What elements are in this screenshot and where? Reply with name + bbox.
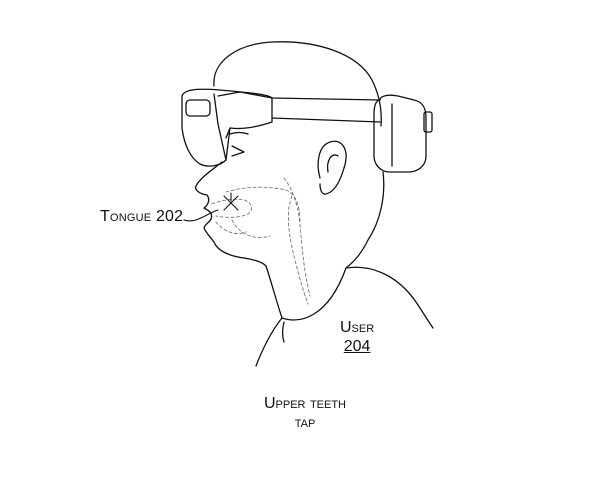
tap-indicator-icon — [223, 192, 239, 211]
face-profile — [194, 161, 267, 267]
lower-teeth-outline — [215, 221, 247, 234]
chest-line — [255, 317, 283, 367]
user-label-name: User — [340, 319, 375, 336]
headset-sensor — [185, 99, 211, 117]
eye — [231, 145, 245, 157]
neck-back — [345, 239, 369, 269]
user-label: User 204 — [340, 318, 374, 356]
rear-pack-button — [423, 111, 433, 133]
head-back-outline — [367, 171, 385, 241]
user-label-number: 204 — [343, 338, 371, 355]
shoulder-line — [345, 266, 434, 329]
internal-anatomy-hidden-lines — [211, 177, 311, 305]
figure-caption: Upper teeth tap — [240, 394, 370, 432]
headset-visor — [181, 88, 273, 167]
head-outline — [213, 41, 382, 127]
visor-lower — [225, 127, 231, 139]
neck-front — [265, 265, 283, 319]
ear-inner — [326, 154, 339, 173]
headset-strap-bottom — [271, 117, 381, 123]
headset-strap-top — [271, 97, 381, 101]
ear — [317, 140, 347, 195]
airway-outline — [287, 195, 309, 305]
visor-edge — [213, 93, 227, 161]
caption-line-2: tap — [294, 414, 316, 431]
collar-fold — [281, 321, 285, 343]
shirt-collar — [281, 267, 347, 321]
palate-outline — [225, 186, 301, 223]
headset-rear-pack — [373, 94, 427, 173]
throat-outline — [283, 177, 311, 297]
eyebrow — [229, 131, 249, 135]
jaw-outline — [231, 219, 271, 238]
tongue-label: Tongue 202 — [100, 208, 184, 225]
caption-line-1: Upper teeth — [263, 395, 346, 412]
tongue-leader-line — [183, 209, 219, 222]
